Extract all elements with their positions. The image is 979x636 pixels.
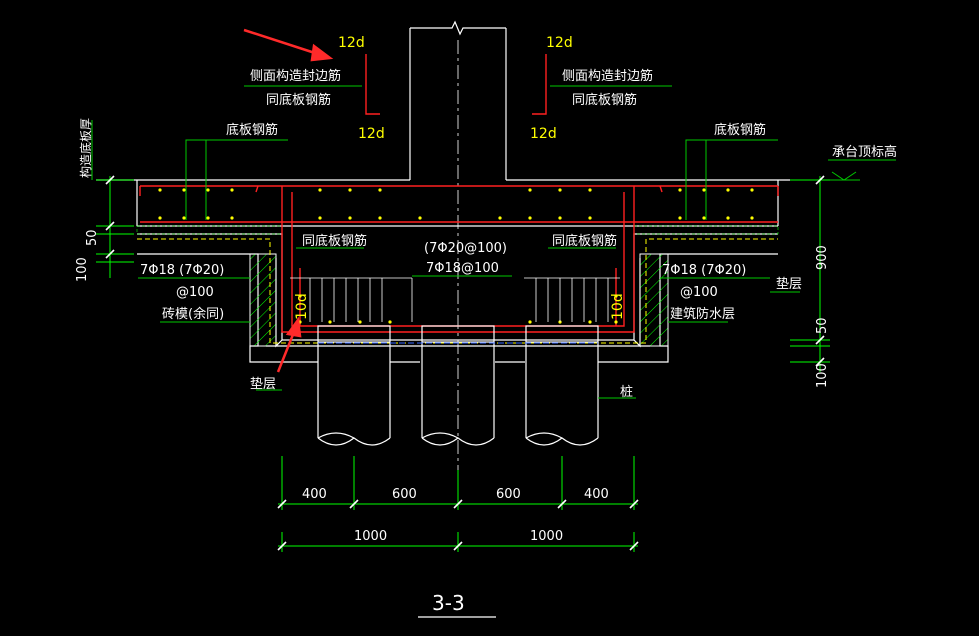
dim-bottom-row2-0: 1000 — [354, 529, 387, 544]
piles — [317, 325, 599, 446]
label-right-bar-2: @100 — [680, 285, 718, 300]
section-title: 3-3 — [432, 591, 465, 615]
brick-mold-left — [249, 253, 277, 347]
label-pile: 桩 — [620, 385, 633, 400]
label-vertical-thickness: 构造底板厚 — [78, 118, 93, 178]
label-anchor-12d-br: 12d — [530, 126, 557, 142]
label-cushion-left: 垫层 — [250, 376, 276, 392]
dim-left-1: 100 — [75, 257, 90, 282]
label-same-bar-left: 同底板钢筋 — [302, 233, 367, 249]
label-anchor-12d-bl: 12d — [358, 126, 385, 142]
column — [409, 20, 507, 180]
label-anchor-12d-tr: 12d — [546, 35, 573, 51]
annotation-arrows — [243, 28, 334, 373]
side-seal-bar-right — [532, 54, 547, 115]
pile-2 — [421, 325, 495, 446]
label-bottom-bar-right: 底板钢筋 — [714, 122, 766, 138]
label-anchor-10d-right: 10d — [610, 293, 626, 320]
label-left-bar-2: @100 — [176, 285, 214, 300]
brick-mold-right — [639, 253, 669, 347]
label-center-top: (7Φ20@100) — [424, 241, 507, 256]
label-anchor-12d-tl: 12d — [338, 35, 365, 51]
cushion-left-hatch — [136, 225, 283, 235]
label-right-bar-1: 7Φ18 (7Φ20) — [662, 263, 746, 278]
label-left-brick: 砖模(余同) — [162, 306, 224, 322]
dim-right-2: 100 — [815, 363, 830, 388]
label-right-waterproof: 建筑防水层 — [670, 306, 735, 322]
dimension-ticks — [105, 175, 825, 551]
dim-right-0: 900 — [815, 245, 830, 270]
dim-bottom-row1-3: 400 — [584, 487, 609, 502]
dim-right-1: 50 — [815, 317, 830, 334]
deep-outer-bar — [281, 186, 635, 333]
label-cushion-right: 垫层 — [776, 276, 802, 292]
label-bottom-bar-left: 底板钢筋 — [226, 122, 278, 138]
pile-1 — [317, 325, 391, 446]
deep-section-stirrups — [290, 277, 620, 322]
label-cap-top-elevation: 承台顶标高 — [832, 144, 897, 160]
dimension-lines — [96, 176, 830, 552]
dim-bottom-row2-1: 1000 — [530, 529, 563, 544]
leader-lines — [91, 85, 896, 399]
rebar-dots — [158, 188, 754, 324]
label-side-seal-right-1: 侧面构造封边筋 — [562, 68, 653, 84]
label-center-bottom: 7Φ18@100 — [426, 261, 499, 276]
dim-bottom-row1-2: 600 — [496, 487, 521, 502]
dim-left-0: 50 — [85, 229, 100, 246]
label-left-bar-1: 7Φ18 (7Φ20) — [140, 263, 224, 278]
pile-3 — [525, 325, 599, 446]
column-break-line — [410, 20, 506, 36]
label-side-seal-left-1: 侧面构造封边筋 — [250, 68, 341, 84]
label-same-bar-right: 同底板钢筋 — [552, 233, 617, 249]
cushion-right-hatch — [633, 225, 779, 235]
dim-bottom-row1-0: 400 — [302, 487, 327, 502]
label-side-seal-right-2: 同底板钢筋 — [572, 92, 637, 108]
dim-bottom-row1-1: 600 — [392, 487, 417, 502]
side-seal-bar-left — [365, 54, 380, 115]
label-anchor-10d-left: 10d — [294, 293, 310, 320]
label-side-seal-left-2: 同底板钢筋 — [266, 92, 331, 108]
